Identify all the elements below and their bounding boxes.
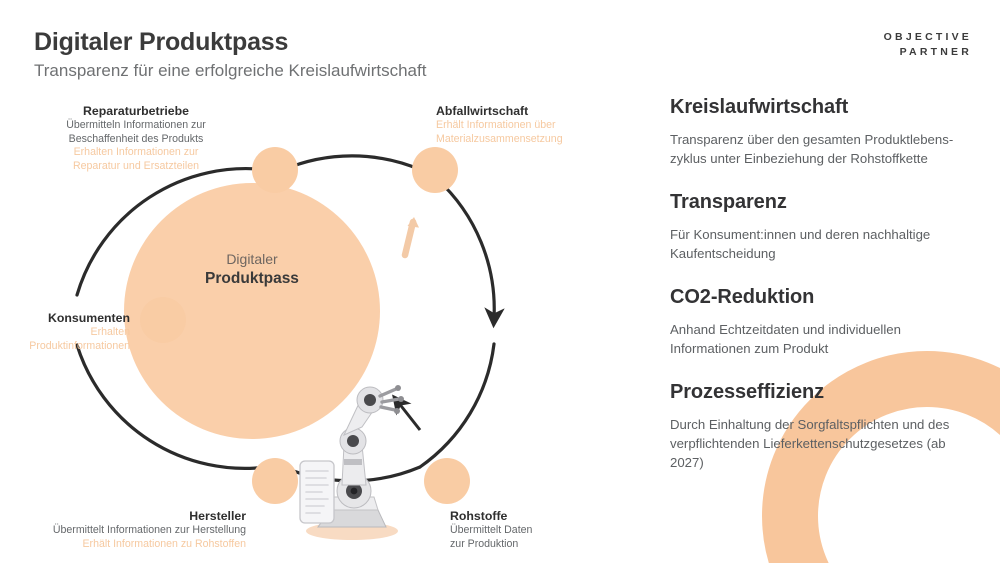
benefit-body: Durch Einhaltung der Sorgfaltspflichten … (670, 417, 950, 470)
arrow-rohstoffe-in (392, 394, 422, 431)
arc-right-arrow (435, 177, 505, 329)
center-label-line-1: Digitaler (226, 251, 278, 267)
arc-upper-left (75, 167, 270, 297)
benefit-title: Transparenz (670, 191, 787, 213)
brand-logo: OBJECTIVE PARTNER (884, 30, 972, 60)
label-dark-line: Beschaffenheit des Produkts (68, 132, 204, 145)
benefit-title: Kreislaufwirtschaft (670, 96, 849, 118)
page-title: Digitaler Produktpass (34, 28, 289, 56)
arc-lower-left (75, 343, 269, 470)
arrow-abfall-out (401, 218, 417, 259)
label-title: Reparaturbetriebe (83, 104, 189, 118)
label-light-line: Erhalten (90, 326, 130, 338)
node-hersteller[interactable] (252, 458, 298, 504)
benefit-kreislaufwirtschaft: Kreislaufwirtschaft Transparenz über den… (670, 96, 970, 168)
label-konsumenten: Konsumenten Erhalten Produktinformatione… (0, 311, 130, 353)
label-light-line: Produktinformationen (29, 339, 130, 352)
benefit-co2-reduktion: CO2-Reduktion Anhand Echtzeitdaten und i… (670, 286, 970, 358)
center-label-line-2: Produktpass (205, 270, 299, 287)
arc-lower-right (418, 342, 496, 469)
label-light-line: Reparatur und Ersatzteilen (72, 159, 200, 172)
benefit-title: CO2-Reduktion (670, 286, 815, 308)
label-reparaturbetriebe: Reparaturbetriebe Übermitteln Informatio… (38, 104, 234, 173)
label-title: Abfallwirtschaft (436, 104, 529, 118)
label-dark-line: Übermittelt Daten (450, 524, 533, 536)
benefit-body: Anhand Echtzeitdaten und individuellen I… (670, 322, 901, 356)
node-rohstoffe[interactable] (424, 458, 470, 504)
label-rohstoffe: Rohstoffe Übermittelt Daten zur Produkti… (450, 509, 650, 551)
node-konsumenten[interactable] (140, 297, 186, 343)
benefit-body: Transparenz über den gesamten Produktleb… (670, 132, 954, 166)
label-title: Hersteller (189, 509, 246, 523)
robot-arm-illustration (299, 385, 404, 540)
benefit-prozesseffizienz: Prozesseffizienz Durch Einhaltung der So… (670, 381, 970, 472)
label-light-line: Erhält Informationen zu Rohstoffen (82, 537, 246, 550)
logo-line-2: PARTNER (899, 46, 972, 58)
arc-top (281, 154, 423, 172)
label-dark-line: Übermittelt Informationen zur Herstellun… (52, 524, 246, 536)
benefit-title: Prozesseffizienz (670, 381, 825, 403)
label-hersteller: Hersteller Übermittelt Informationen zur… (30, 509, 246, 551)
label-light-line: Erhält Informationen über (436, 119, 556, 131)
node-reparaturbetriebe[interactable] (252, 147, 298, 193)
label-title: Konsumenten (48, 311, 130, 325)
label-light-line: Materialzusammensetzung (436, 132, 563, 145)
label-light-line: Erhalten Informationen zur (73, 146, 199, 158)
circular-lifecycle-diagram: Digitaler Produktpass (0, 75, 660, 563)
logo-line-1: OBJECTIVE (883, 31, 972, 43)
label-title: Rohstoffe (450, 509, 508, 523)
label-abfallwirtschaft: Abfallwirtschaft Erhält Informationen üb… (436, 104, 646, 146)
page-subtitle: Transparenz für eine erfolgreiche Kreisl… (34, 61, 427, 80)
label-dark-line: zur Produktion (450, 537, 519, 550)
benefit-transparenz: Transparenz Für Konsument:innen und dere… (670, 191, 970, 263)
arrow-abfall-out-head (407, 217, 419, 228)
node-abfallwirtschaft[interactable] (412, 147, 458, 193)
benefit-body: Für Konsument:innen und deren nachhaltig… (670, 227, 931, 261)
benefits-column: Kreislaufwirtschaft Transparenz über den… (670, 96, 970, 495)
center-label: Digitaler Produktpass (132, 250, 372, 289)
label-dark-line: Übermitteln Informationen zur (66, 119, 206, 131)
